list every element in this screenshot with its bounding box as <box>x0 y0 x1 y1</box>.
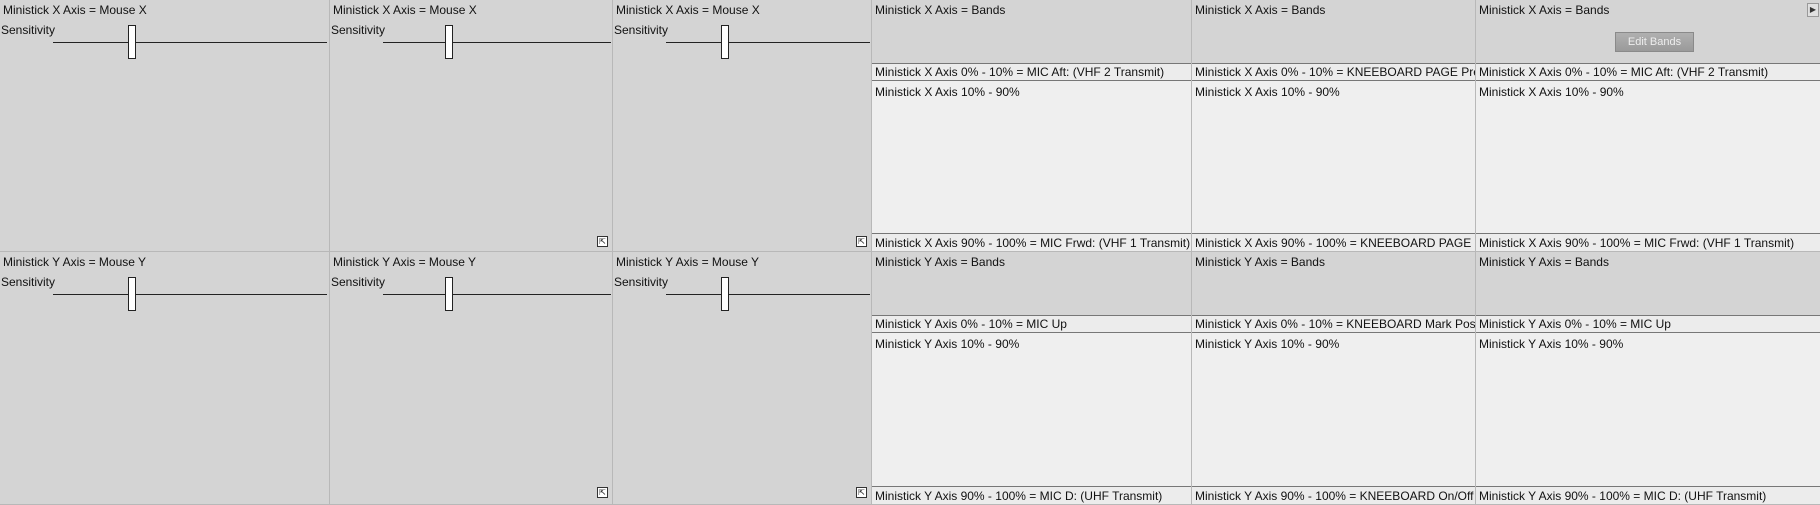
band-mid-range[interactable]: Ministick Y Axis 10% - 90% <box>872 333 1191 486</box>
sensitivity-slider-track[interactable] <box>666 294 870 295</box>
sensitivity-label: Sensitivity <box>1 23 56 37</box>
band-high-range[interactable]: Ministick X Axis 90% - 100% = KNEEBOARD … <box>1192 233 1475 251</box>
band-header <box>872 0 1191 63</box>
sensitivity-label: Sensitivity <box>331 23 386 37</box>
band-mid-range[interactable]: Ministick Y Axis 10% - 90% <box>1476 333 1820 486</box>
band-header <box>872 252 1191 315</box>
bands-y-cell-2: Ministick Y Axis = Bands Ministick Y Axi… <box>1192 252 1476 505</box>
cell-title: Ministick Y Axis = Mouse Y <box>616 255 760 269</box>
band-high-range[interactable]: Ministick X Axis 90% - 100% = MIC Frwd: … <box>1476 233 1820 251</box>
cell-title: Ministick Y Axis = Mouse Y <box>333 255 477 269</box>
bands-x-cell-3: Ministick X Axis = Bands Edit Bands ▶ Mi… <box>1476 0 1820 252</box>
cell-title: Ministick X Axis = Mouse X <box>3 3 147 17</box>
band-high-range[interactable]: Ministick Y Axis 90% - 100% = KNEEBOARD … <box>1192 486 1475 504</box>
cell-title: Ministick X Axis = Bands <box>875 3 1006 17</box>
mouse-y-cell-1: Ministick Y Axis = Mouse Y Sensitivity <box>0 252 330 505</box>
sensitivity-label: Sensitivity <box>614 23 669 37</box>
sensitivity-slider-thumb[interactable] <box>128 25 136 59</box>
band-mid-range[interactable]: Ministick X Axis 10% - 90% <box>1192 81 1475 233</box>
cell-title: Ministick X Axis = Bands <box>1479 3 1610 17</box>
mouse-x-cell-2: Ministick X Axis = Mouse X Sensitivity <box>330 0 613 252</box>
sensitivity-label: Sensitivity <box>331 275 386 289</box>
sensitivity-label: Sensitivity <box>614 275 669 289</box>
cell-title: Ministick Y Axis = Bands <box>875 255 1005 269</box>
sensitivity-slider-track[interactable] <box>666 42 870 43</box>
band-header <box>1476 252 1820 315</box>
sensitivity-slider-thumb[interactable] <box>445 277 453 311</box>
sensitivity-slider-track[interactable] <box>53 294 327 295</box>
mouse-x-cell-1: Ministick X Axis = Mouse X Sensitivity <box>0 0 330 252</box>
scroll-right-arrow-icon[interactable]: ▶ <box>1807 3 1819 17</box>
band-high-range[interactable]: Ministick Y Axis 90% - 100% = MIC D: (UH… <box>1476 486 1820 504</box>
band-header <box>1192 252 1475 315</box>
sensitivity-slider-thumb[interactable] <box>128 277 136 311</box>
band-low-range[interactable]: Ministick X Axis 0% - 10% = MIC Aft: (VH… <box>1476 63 1820 81</box>
band-high-range[interactable]: Ministick Y Axis 90% - 100% = MIC D: (UH… <box>872 486 1191 504</box>
resize-icon[interactable]: ⇱ <box>856 487 867 498</box>
resize-icon[interactable]: ⇱ <box>597 236 608 247</box>
sensitivity-slider-track[interactable] <box>383 42 611 43</box>
band-mid-range[interactable]: Ministick X Axis 10% - 90% <box>872 81 1191 233</box>
sensitivity-label: Sensitivity <box>1 275 56 289</box>
bands-y-cell-1: Ministick Y Axis = Bands Ministick Y Axi… <box>872 252 1192 505</box>
band-low-range[interactable]: Ministick Y Axis 0% - 10% = MIC Up <box>872 315 1191 333</box>
bands-x-cell-2: Ministick X Axis = Bands Ministick X Axi… <box>1192 0 1476 252</box>
cell-title: Ministick Y Axis = Bands <box>1479 255 1609 269</box>
mouse-y-cell-3: Ministick Y Axis = Mouse Y Sensitivity <box>613 252 872 505</box>
edit-bands-button[interactable]: Edit Bands <box>1615 32 1694 52</box>
bands-y-cell-3: Ministick Y Axis = Bands Ministick Y Axi… <box>1476 252 1820 505</box>
sensitivity-slider-thumb[interactable] <box>721 277 729 311</box>
resize-icon[interactable]: ⇱ <box>856 236 867 247</box>
sensitivity-slider-thumb[interactable] <box>445 25 453 59</box>
cell-title: Ministick X Axis = Bands <box>1195 3 1326 17</box>
sensitivity-slider-thumb[interactable] <box>721 25 729 59</box>
band-mid-range[interactable]: Ministick X Axis 10% - 90% <box>1476 81 1820 233</box>
bands-x-cell-1: Ministick X Axis = Bands Ministick X Axi… <box>872 0 1192 252</box>
band-low-range[interactable]: Ministick X Axis 0% - 10% = MIC Aft: (VH… <box>872 63 1191 81</box>
mouse-x-cell-3: Ministick X Axis = Mouse X Sensitivity <box>613 0 872 252</box>
sensitivity-slider-track[interactable] <box>53 42 327 43</box>
resize-icon[interactable]: ⇱ <box>597 487 608 498</box>
band-mid-range[interactable]: Ministick Y Axis 10% - 90% <box>1192 333 1475 486</box>
cell-title: Ministick X Axis = Mouse X <box>333 3 477 17</box>
band-low-range[interactable]: Ministick X Axis 0% - 10% = KNEEBOARD PA… <box>1192 63 1475 81</box>
cell-title: Ministick Y Axis = Mouse Y <box>3 255 147 269</box>
band-header <box>1192 0 1475 63</box>
cell-title: Ministick Y Axis = Bands <box>1195 255 1325 269</box>
cell-title: Ministick X Axis = Mouse X <box>616 3 760 17</box>
band-low-range[interactable]: Ministick Y Axis 0% - 10% = MIC Up <box>1476 315 1820 333</box>
band-low-range[interactable]: Ministick Y Axis 0% - 10% = KNEEBOARD Ma… <box>1192 315 1475 333</box>
band-header <box>1476 0 1820 63</box>
sensitivity-slider-track[interactable] <box>383 294 611 295</box>
mouse-y-cell-2: Ministick Y Axis = Mouse Y Sensitivity <box>330 252 613 505</box>
band-high-range[interactable]: Ministick X Axis 90% - 100% = MIC Frwd: … <box>872 233 1191 251</box>
